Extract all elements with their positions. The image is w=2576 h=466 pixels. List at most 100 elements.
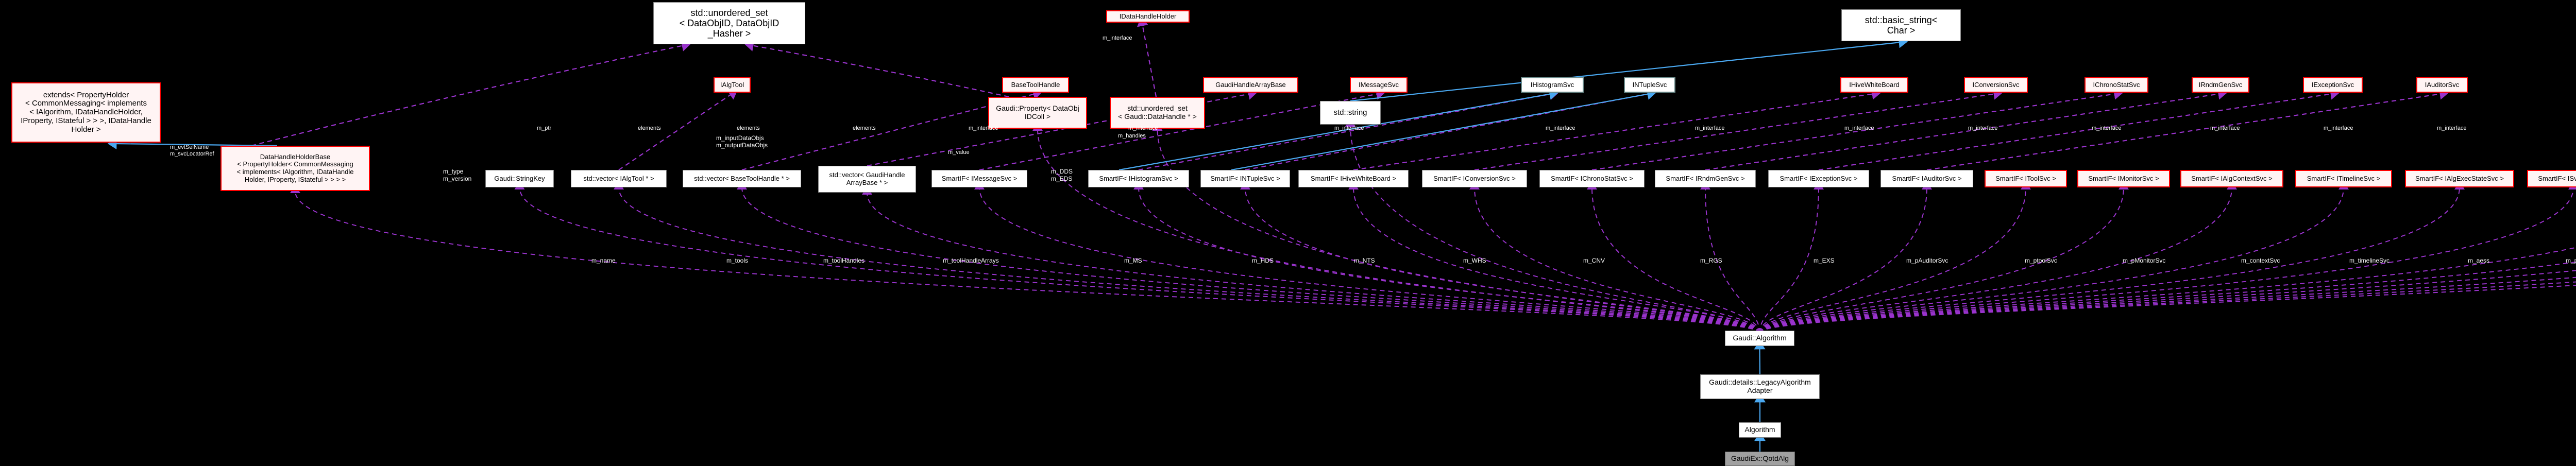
class-node-std_string[interactable]: std::string <box>1320 101 1381 125</box>
edge-label-m_interface_f: m_interface <box>1695 125 1725 131</box>
class-node-iexceptionsvc[interactable]: IExceptionSvc <box>2303 77 2363 93</box>
edge-label-m_interface_e: m_interface <box>1546 125 1575 131</box>
class-node-smartif_ichronostatsvc[interactable]: SmartIF< IChronoStatSvc > <box>1539 170 1645 187</box>
class-node-label: IAuditorSvc <box>2425 80 2460 89</box>
edge-label-m_interface_l: m_interface <box>2437 125 2467 131</box>
edge-label-m_exs: m_EXS <box>1814 257 1835 264</box>
edge-label-m_interface_k: m_interface <box>2324 125 2353 131</box>
class-node-smartif_ihistogramsvc[interactable]: SmartIF< IHistogramSvc > <box>1088 170 1189 187</box>
edge-label-m_pmonitorsvc: m_pMonitorSvc <box>2123 257 2166 264</box>
class-node-smartif_ialgexecstatesvc[interactable]: SmartIF< IAlgExecStateSvc > <box>2405 170 2514 187</box>
edge-label-m_interface_a: m_interface <box>1103 35 1132 41</box>
class-node-vec_gaudihandlearraybase[interactable]: std::vector< GaudiHandle ArrayBase * > <box>818 166 916 193</box>
class-node-ialgtool[interactable]: IAlgTool <box>714 77 751 93</box>
edge-label-m_toolhandlearrays: m_toolHandleArrays <box>943 257 999 264</box>
edge-label-m_whs: m_WHS <box>1463 257 1486 264</box>
class-node-qotdalg[interactable]: GaudiEx::QotdAlg <box>1725 452 1795 466</box>
class-node-smartif_iauditorsvc[interactable]: SmartIF< IAuditorSvc > <box>1880 170 1973 187</box>
edge-label-elements_b: elements <box>737 125 760 131</box>
class-node-extends[interactable]: extends< PropertyHolder < CommonMessagin… <box>11 82 161 143</box>
class-node-smartif_ialgcontextsvc[interactable]: SmartIF< IAlgContextSvc > <box>2180 170 2283 187</box>
class-node-legacy_adapter[interactable]: Gaudi::details::LegacyAlgorithm Adapter <box>1700 374 1820 399</box>
class-node-smartif_imonitorsvc[interactable]: SmartIF< IMonitorSvc > <box>2077 170 2170 187</box>
class-node-gaudihandlearraybase[interactable]: GaudiHandleArrayBase <box>1203 77 1298 93</box>
edge-label-m_interface_i: m_interface <box>2092 125 2122 131</box>
class-node-algorithm[interactable]: Algorithm <box>1739 422 1781 438</box>
class-node-label: std::vector< GaudiHandle ArrayBase * > <box>829 171 905 186</box>
edge-label-m_contextsvc: m_contextSvc <box>2241 257 2280 264</box>
class-node-label: INTupleSvc <box>1632 80 1667 89</box>
class-node-label: extends< PropertyHolder < CommonMessagin… <box>21 90 151 134</box>
class-node-iconversionsvc[interactable]: IConversionSvc <box>1964 77 2028 93</box>
class-node-unordered_dataobjid[interactable]: std::unordered_set < DataObjID, DataObjI… <box>653 2 805 44</box>
class-node-datahandleholderbase[interactable]: DataHandleHolderBase < PropertyHolder< C… <box>221 146 370 191</box>
class-node-smartif_imessagesvc[interactable]: SmartIF< IMessageSvc > <box>931 170 1027 187</box>
class-node-label: SmartIF< ITimelineSvc > <box>2307 174 2381 182</box>
class-node-idatahandler[interactable]: IDataHandleHolder <box>1106 10 1190 23</box>
class-node-label: BaseToolHandle <box>1011 80 1060 89</box>
class-node-label: Gaudi::StringKey <box>494 174 545 182</box>
class-node-label: std::string <box>1333 108 1367 117</box>
edge-label-m_psvclocator: m_pSvcLocator <box>2566 257 2576 264</box>
edge-label-m_rgs: m_RGS <box>1700 257 1722 264</box>
class-node-label: SmartIF< IConversionSvc > <box>1433 174 1516 182</box>
class-node-ihistogramsvc[interactable]: IHistogramSvc <box>1521 77 1584 93</box>
class-node-label: IDataHandleHolder <box>1119 12 1177 20</box>
class-node-label: Algorithm <box>1744 425 1775 434</box>
class-node-label: GaudiHandleArrayBase <box>1215 80 1286 89</box>
edge-label-m_evtSelName: m_evtSelName m_svcLocatorRef <box>170 144 214 157</box>
class-node-label: SmartIF< IExceptionSvc > <box>1780 174 1858 182</box>
class-node-label: SmartIF< IChronoStatSvc > <box>1551 174 1633 182</box>
class-node-smartif_irndmgensvc[interactable]: SmartIF< IRndmGenSvc > <box>1655 170 1756 187</box>
class-node-smartif_isvclocator[interactable]: SmartIF< ISvcLocator > <box>2527 170 2576 187</box>
class-node-smartif_ihivewhiteboard[interactable]: SmartIF< IHiveWhiteBoard > <box>1298 170 1409 187</box>
class-node-label: SmartIF< ISvcLocator > <box>2538 174 2576 182</box>
class-node-smartif_itoolsvc[interactable]: SmartIF< IToolSvc > <box>1985 170 2067 187</box>
class-node-smartif_iconversionsvc[interactable]: SmartIF< IConversionSvc > <box>1422 170 1527 187</box>
class-node-label: std::vector< BaseToolHandle * > <box>694 174 790 182</box>
edge-label-elements_c: elements <box>853 125 876 131</box>
class-node-label: IChronoStatSvc <box>2093 80 2140 89</box>
class-node-intuplesvc[interactable]: INTupleSvc <box>1624 77 1675 93</box>
class-node-irndmgensvc[interactable]: IRndmGenSvc <box>2192 77 2249 93</box>
class-node-basic_string[interactable]: std::basic_string< Char > <box>1841 9 1961 41</box>
edge-label-m_interface_g: m_interface <box>1844 125 1874 131</box>
class-node-vec_basetoolhandle[interactable]: std::vector< BaseToolHandle * > <box>683 170 801 187</box>
class-node-gaudi_prop_dataobjidcoll[interactable]: Gaudi::Property< DataObj IDColl > <box>988 97 1087 129</box>
edge-label-m_handles: m_handles <box>1118 133 1146 139</box>
class-node-unordered_datahandle[interactable]: std::unordered_set < Gaudi::DataHandle *… <box>1110 97 1205 129</box>
class-node-smartif_iexceptionsvc[interactable]: SmartIF< IExceptionSvc > <box>1768 170 1869 187</box>
edge-label-m_inputoutput: m_inputDataObjs m_outputDataObjs <box>716 134 768 149</box>
edge-label-m_timelinesvc: m_timelineSvc <box>2349 257 2390 264</box>
class-node-basetoolhandle[interactable]: BaseToolHandle <box>1002 77 1069 93</box>
class-node-label: std::basic_string< Char > <box>1865 14 1938 36</box>
class-node-label: Gaudi::details::LegacyAlgorithm Adapter <box>1709 378 1811 394</box>
edge-label-m_cnv: m_CNV <box>1583 257 1605 264</box>
class-node-ihivewhiteboard[interactable]: IHiveWhiteBoard <box>1840 77 1908 93</box>
edge-label-m_nts: m_NTS <box>1354 257 1375 264</box>
class-node-gaudi_algorithm[interactable]: Gaudi::Algorithm <box>1725 331 1794 346</box>
class-node-label: SmartIF< IMonitorSvc > <box>2088 174 2159 182</box>
class-node-label: SmartIF< IHiveWhiteBoard > <box>1310 174 1397 182</box>
class-node-imessagesvc[interactable]: IMessageSvc <box>1350 77 1408 93</box>
class-node-vec_ialgtool[interactable]: std::vector< IAlgTool * > <box>571 170 667 187</box>
class-node-smartif_itimelinesvc[interactable]: SmartIF< ITimelineSvc > <box>2295 170 2392 187</box>
class-node-label: IMessageSvc <box>1358 80 1399 89</box>
edge-label-m_interface_j: m_interface <box>2210 125 2240 131</box>
class-node-ichronostatsvc[interactable]: IChronoStatSvc <box>2084 77 2148 93</box>
class-node-label: SmartIF< IAuditorSvc > <box>1892 174 1962 182</box>
edge-label-m_type_version: m_type m_version <box>443 168 472 182</box>
class-node-label: IAlgTool <box>720 80 744 89</box>
class-node-label: IConversionSvc <box>1972 80 2020 89</box>
class-node-label: SmartIF< IRndmGenSvc > <box>1666 174 1745 182</box>
edge-label-m_aess: m_aess <box>2468 257 2490 264</box>
class-node-label: std::unordered_set < DataObjID, DataObjI… <box>679 7 779 39</box>
class-node-iauditorsvc[interactable]: IAuditorSvc <box>2416 77 2468 93</box>
edge-label-m_name: m_name <box>591 257 616 264</box>
class-node-gaudi_stringkey[interactable]: Gaudi::StringKey <box>485 170 554 187</box>
class-node-label: std::vector< IAlgTool * > <box>583 174 654 182</box>
class-node-smartif_intuplesvc[interactable]: SmartIF< INTupleSvc > <box>1200 170 1290 187</box>
edge-label-m_ptoolsvc: m_ptoolSvc <box>2025 257 2057 264</box>
